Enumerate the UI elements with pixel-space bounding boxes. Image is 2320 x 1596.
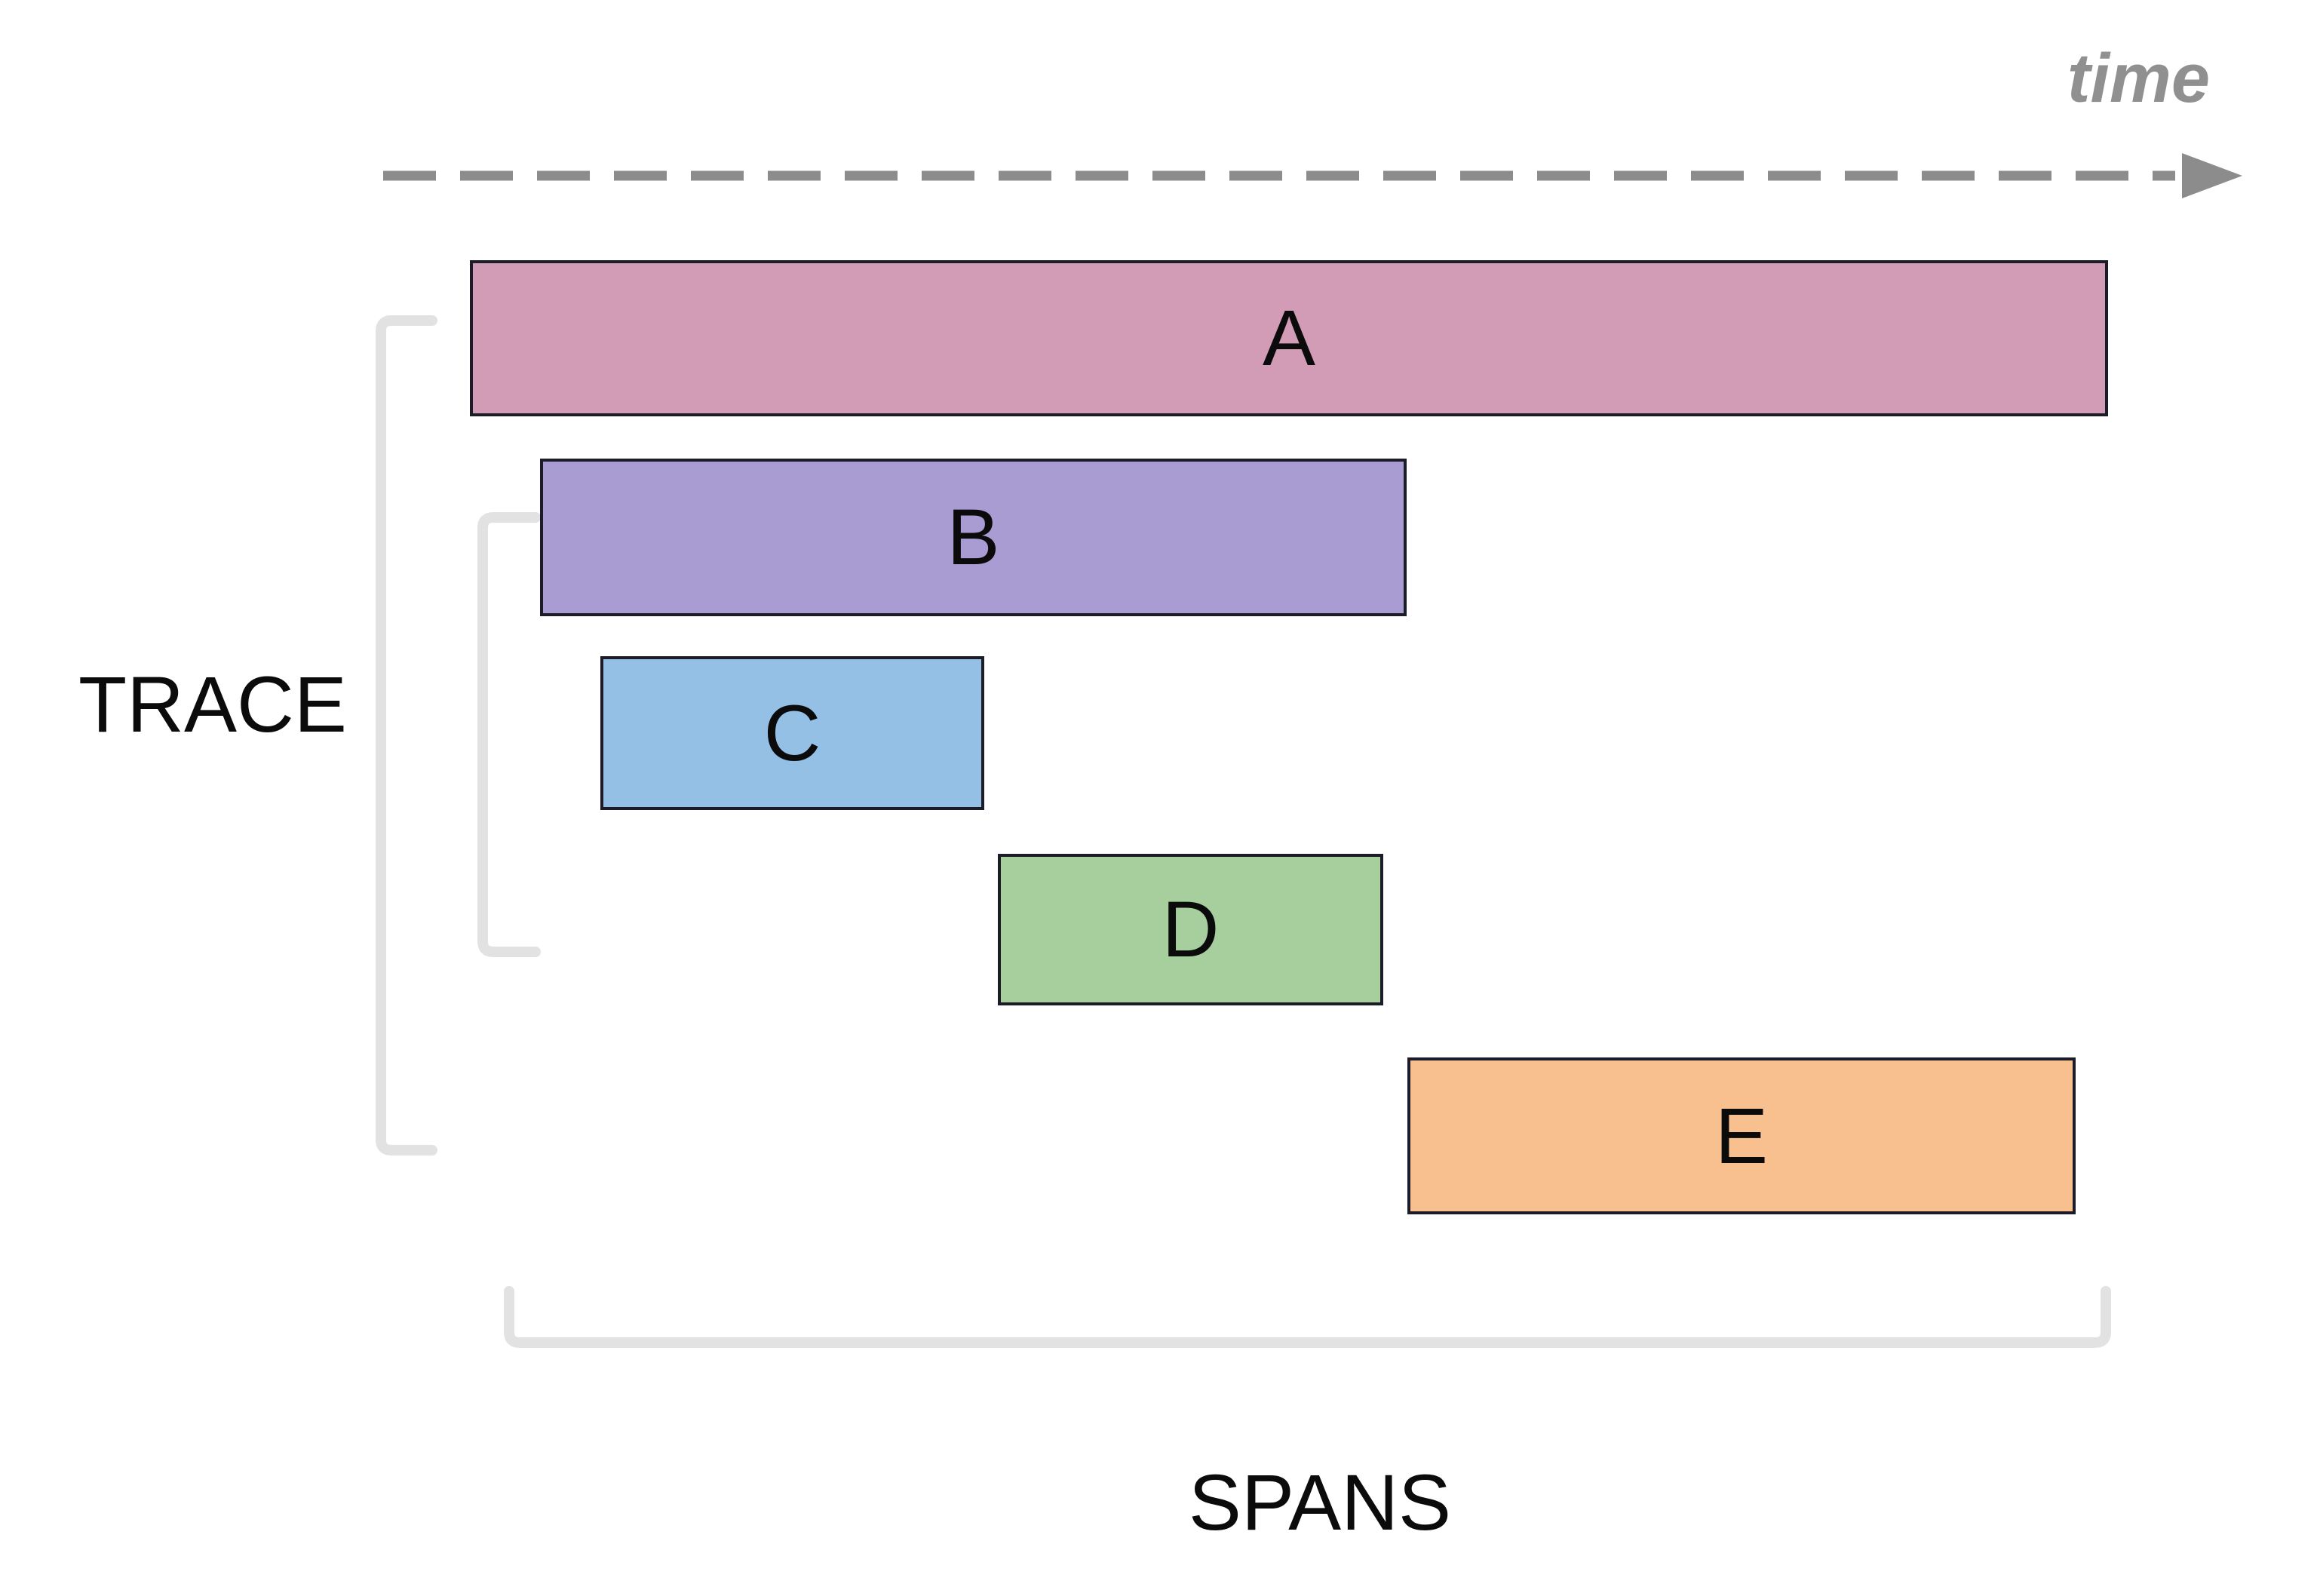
span-bar-a: A — [470, 260, 2108, 416]
span-label-e: E — [1714, 1091, 1769, 1180]
time-axis-label: time — [2067, 40, 2210, 117]
span-bar-b: B — [540, 459, 1407, 616]
span-label-d: D — [1162, 885, 1220, 974]
span-bar-c: C — [600, 656, 984, 810]
trace-bracket — [376, 315, 437, 1156]
time-axis-arrowhead-icon — [2182, 153, 2242, 198]
spans-group-label: SPANS — [1188, 1459, 1452, 1547]
span-label-a: A — [1262, 294, 1316, 382]
span-label-c: C — [763, 689, 821, 778]
span-bar-e: E — [1407, 1057, 2076, 1214]
spans-bracket — [504, 1286, 2111, 1348]
span-bar-d: D — [998, 854, 1383, 1005]
trace-group-label: TRACE — [78, 661, 347, 749]
span-label-b: B — [947, 493, 1000, 582]
child-spans-bracket — [477, 512, 541, 957]
